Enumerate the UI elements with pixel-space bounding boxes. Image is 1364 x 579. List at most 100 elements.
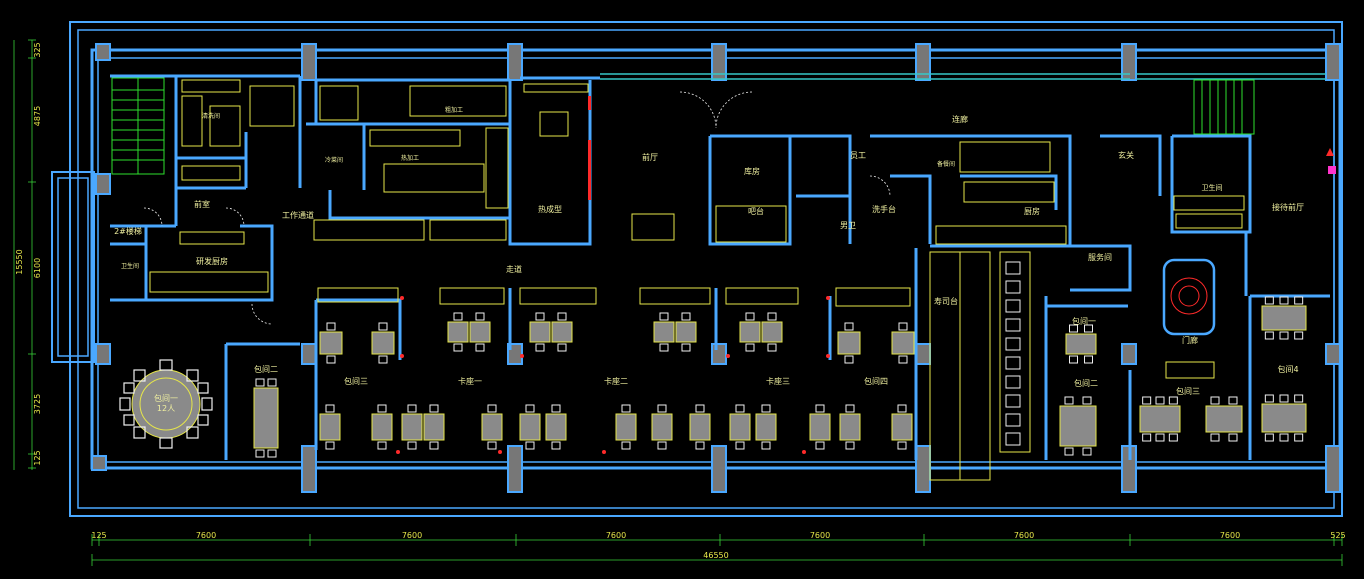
round-table bbox=[119, 359, 213, 449]
dim-bottom-0: 125 bbox=[91, 531, 106, 540]
label-toilet: 男卫 bbox=[840, 221, 856, 230]
label-booth-1: 卡座一 bbox=[458, 376, 482, 386]
dim-left-1: 4875 bbox=[33, 106, 42, 126]
bar-stool bbox=[1005, 261, 1021, 275]
label-private-8: 包间4 bbox=[1277, 364, 1298, 374]
dining-table bbox=[371, 404, 393, 450]
label-prep-right: 备餐间 bbox=[937, 160, 955, 168]
table-private-2 bbox=[253, 378, 279, 458]
dining-table bbox=[519, 404, 541, 450]
room-labels: 2#楼梯 前室 清洗间 粗加工 冷菜间 热加工 工作通道 研发厨房 卫生间 前厅… bbox=[114, 106, 1304, 413]
label-wash-station: 洗手台 bbox=[872, 204, 896, 214]
dim-left-total: 15550 bbox=[15, 249, 24, 274]
bar-stool bbox=[1005, 318, 1021, 332]
label-private-7: 包间三 bbox=[1176, 386, 1200, 396]
dim-left-4: 125 bbox=[33, 450, 42, 465]
booth-table bbox=[675, 312, 697, 352]
table-private-5 bbox=[1065, 324, 1097, 364]
dim-bottom-6: 7600 bbox=[1220, 531, 1240, 540]
label-cold: 冷菜间 bbox=[325, 156, 343, 164]
label-lobby: 门廊 bbox=[1182, 335, 1198, 345]
bar-stool bbox=[1005, 432, 1021, 446]
bar-stool bbox=[1005, 413, 1021, 427]
label-kitchen-right: 厨房 bbox=[1024, 206, 1040, 216]
bar-stool bbox=[1005, 356, 1021, 370]
structural-columns bbox=[91, 43, 1341, 493]
window-bands bbox=[600, 73, 1326, 80]
dim-bottom-total: 46550 bbox=[703, 551, 728, 560]
dining-table bbox=[729, 404, 751, 450]
label-booth-3: 卡座三 bbox=[766, 376, 790, 386]
table-private-4b bbox=[891, 322, 915, 364]
lobby-feature bbox=[1162, 258, 1216, 336]
label-private-1-cap: 12人 bbox=[157, 404, 175, 413]
dim-left-3: 3725 bbox=[33, 394, 42, 414]
dimension-lines bbox=[13, 40, 1342, 561]
label-private-4: 包间四 bbox=[864, 376, 888, 386]
booth-table bbox=[529, 312, 551, 352]
table-reception bbox=[1261, 296, 1307, 340]
bar-stool bbox=[1005, 299, 1021, 313]
label-corridor-work: 工作通道 bbox=[282, 210, 314, 220]
label-reception: 接待前厅 bbox=[1272, 202, 1304, 212]
dim-bottom-4: 7600 bbox=[810, 531, 830, 540]
dining-table bbox=[651, 404, 673, 450]
label-corridor-right: 连廊 bbox=[952, 114, 968, 124]
dining-table bbox=[423, 404, 445, 450]
label-restroom-left: 卫生间 bbox=[121, 262, 139, 270]
table-private-8 bbox=[1261, 394, 1307, 442]
dimension-labels: 125 7600 7600 7600 7600 7600 7600 525 46… bbox=[15, 42, 1346, 560]
dining-table bbox=[481, 404, 503, 450]
booth-table bbox=[469, 312, 491, 352]
label-private-6: 包间二 bbox=[1074, 378, 1098, 388]
table-private-7a bbox=[1139, 396, 1181, 442]
bar-stool bbox=[1005, 375, 1021, 389]
booth-table bbox=[761, 312, 783, 352]
label-hot-kitchen: 热成型 bbox=[538, 204, 562, 214]
dim-bottom-5: 7600 bbox=[1014, 531, 1034, 540]
stair bbox=[111, 77, 1255, 175]
dim-bottom-2: 7600 bbox=[402, 531, 422, 540]
label-prep: 粗加工 bbox=[445, 106, 463, 114]
dim-left-0: 325 bbox=[33, 42, 42, 57]
booth-table bbox=[447, 312, 469, 352]
dining-table bbox=[839, 404, 861, 450]
accent-marks-magenta bbox=[1326, 148, 1336, 174]
dining-table bbox=[689, 404, 711, 450]
label-private-5: 包间一 bbox=[1072, 316, 1096, 326]
label-private-3: 包间三 bbox=[344, 376, 368, 386]
dining-table bbox=[545, 404, 567, 450]
dining-table bbox=[891, 404, 913, 450]
label-restroom-right: 卫生间 bbox=[1202, 183, 1223, 192]
booth-table bbox=[653, 312, 675, 352]
table-private-6 bbox=[1059, 396, 1097, 456]
dining-table bbox=[401, 404, 423, 450]
label-private-2: 包间二 bbox=[254, 364, 278, 374]
label-rd-kitchen: 研发厨房 bbox=[196, 256, 228, 266]
label-dining-bar: 寿司台 bbox=[934, 296, 958, 306]
service-counters bbox=[317, 83, 1215, 481]
dim-bottom-7: 525 bbox=[1330, 531, 1345, 540]
label-storage: 库房 bbox=[744, 166, 760, 176]
bar-stool bbox=[1005, 280, 1021, 294]
booth-table bbox=[551, 312, 573, 352]
booth-table bbox=[739, 312, 761, 352]
dining-tables bbox=[253, 261, 1307, 458]
dim-bottom-1: 7600 bbox=[196, 531, 216, 540]
dimension-ticks bbox=[28, 39, 1343, 566]
accent-marks bbox=[396, 96, 830, 454]
dining-table bbox=[755, 404, 777, 450]
kitchen-counters bbox=[149, 79, 1245, 293]
label-office: 前室 bbox=[194, 199, 210, 209]
dim-bottom-3: 7600 bbox=[606, 531, 626, 540]
label-server: 服务间 bbox=[1088, 252, 1112, 262]
bar-stool bbox=[1005, 337, 1021, 351]
label-front-hall: 前厅 bbox=[642, 152, 658, 162]
dim-left-2: 6100 bbox=[33, 258, 42, 278]
label-booth-2: 卡座二 bbox=[604, 376, 628, 386]
dining-table bbox=[809, 404, 831, 450]
table-private-4a bbox=[837, 322, 861, 364]
dining-table bbox=[615, 404, 637, 450]
